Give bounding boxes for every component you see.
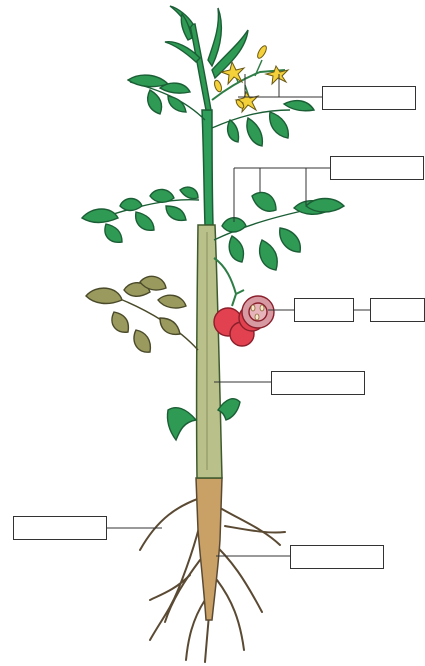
label-box-lateral-root[interactable] <box>13 516 107 540</box>
label-box-fruit[interactable] <box>294 298 354 322</box>
top-shoots <box>165 6 248 110</box>
label-box-tap-root[interactable] <box>290 545 384 569</box>
label-box-seed[interactable] <box>370 298 425 322</box>
label-box-stem[interactable] <box>271 371 365 395</box>
upper-leaf-right <box>212 101 314 146</box>
upper-stem <box>202 110 213 225</box>
label-box-flower[interactable] <box>322 86 416 110</box>
middle-left-leaf <box>82 187 199 242</box>
flower-truss <box>212 44 288 112</box>
root-crown <box>196 478 222 620</box>
old-lower-leaf <box>86 276 198 352</box>
fruit-cluster <box>214 258 274 346</box>
lower-stem <box>197 225 222 478</box>
fruit-cross-section <box>242 296 274 328</box>
upper-leaf-left <box>128 75 205 120</box>
label-box-leaf[interactable] <box>330 156 424 180</box>
flower-icon <box>213 44 288 112</box>
